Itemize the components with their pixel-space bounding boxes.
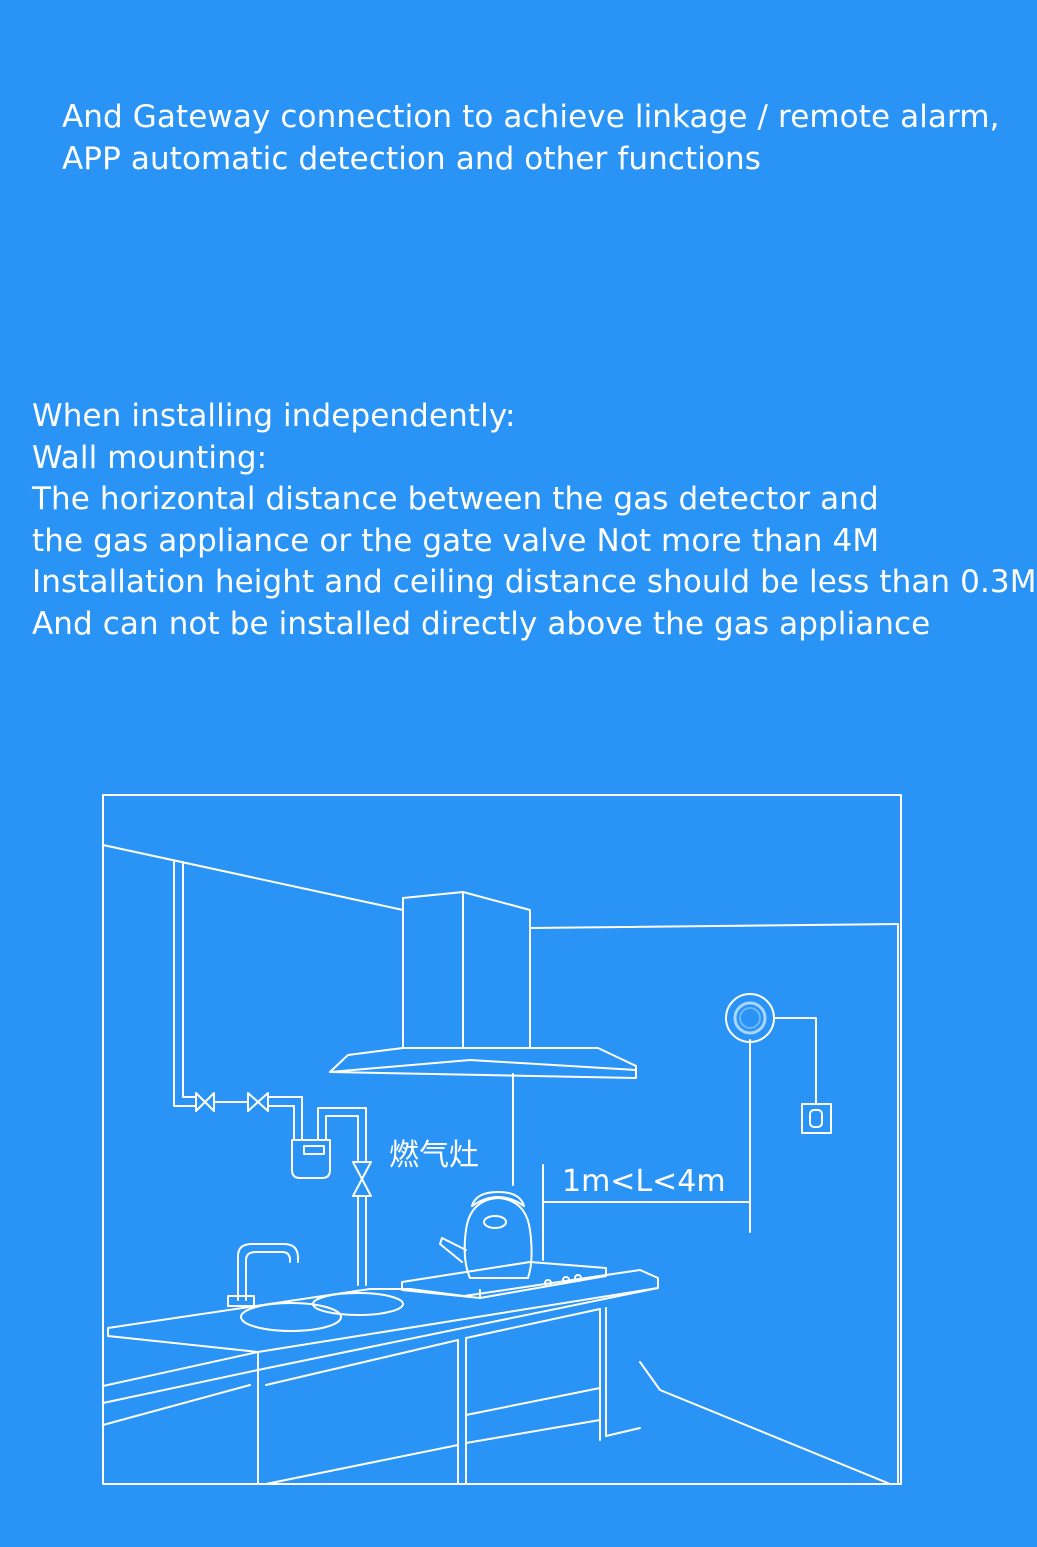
- instruction-distance-line-1: The horizontal distance between the gas …: [32, 481, 879, 517]
- intro-line-1: And Gateway connection to achieve linkag…: [62, 99, 1000, 135]
- instruction-wall-mounting: Wall mounting:: [32, 439, 268, 476]
- kitchen-counter: [102, 1269, 659, 1485]
- instruction-heading: When installing independently:: [32, 398, 516, 434]
- kettle: [439, 1191, 533, 1279]
- faucet: [227, 1243, 299, 1307]
- distance-label: 1m<L<4m: [562, 1164, 726, 1199]
- room-walls: [102, 844, 899, 1485]
- shutoff-valve: [352, 1161, 372, 1286]
- intro-line-2: APP automatic detection and other functi…: [62, 140, 762, 177]
- gas-detector: [725, 993, 817, 1105]
- range-hood: [329, 891, 637, 1186]
- power-outlet: [801, 1103, 832, 1134]
- intro-paragraph: And Gateway connection to achieve linkag…: [62, 97, 1000, 180]
- valve-icon: [195, 1092, 215, 1112]
- instruction-distance-line-2: the gas appliance or the gate valve Not …: [32, 522, 880, 559]
- instruction-height: Installation height and ceiling distance…: [32, 564, 1037, 600]
- sink: [240, 1292, 404, 1332]
- distance-measurement: [542, 1039, 751, 1261]
- gas-meter: [291, 1139, 331, 1179]
- diagram-frame: [102, 794, 902, 1485]
- kitchen-installation-diagram: 燃气灶 1m<L<4m: [102, 794, 902, 1485]
- gas-pipe: [173, 859, 367, 1161]
- valve-icon: [247, 1092, 269, 1112]
- instruction-not-above-appliance: And can not be installed directly above …: [32, 605, 931, 642]
- stove-label: 燃气灶: [389, 1138, 479, 1173]
- installation-instructions: When installing independently: Wall moun…: [32, 396, 1037, 645]
